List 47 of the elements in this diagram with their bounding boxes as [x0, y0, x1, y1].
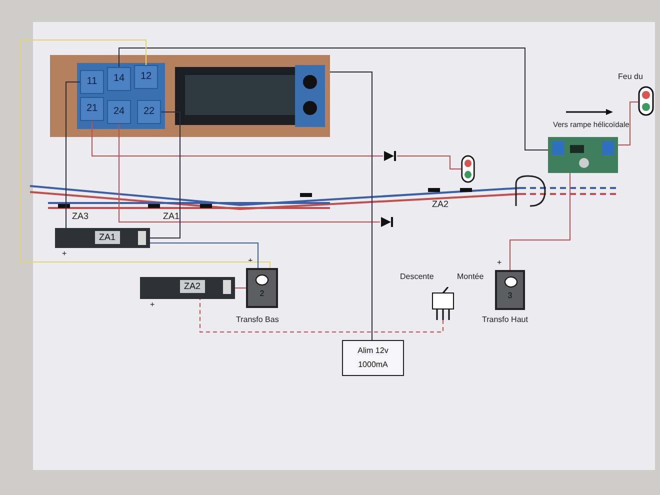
detector-board	[140, 277, 235, 299]
wire	[66, 82, 80, 228]
zone-label: ZA2	[432, 200, 449, 209]
power-supply-box	[342, 340, 404, 376]
screw-terminal	[80, 97, 104, 121]
transformer-box	[246, 268, 278, 308]
screw-terminal	[134, 65, 158, 89]
terminal-number: 22	[143, 107, 155, 117]
wire	[618, 102, 638, 146]
component-caption: Transfo Haut	[482, 316, 528, 324]
transformer-box	[495, 270, 525, 310]
component-caption: Descente	[400, 273, 434, 281]
board-label: ZA2	[180, 280, 205, 293]
board-label: ZA1	[95, 231, 120, 244]
wire	[330, 72, 372, 340]
terminal-number: 21	[86, 104, 98, 114]
polarity-mark: +	[62, 250, 67, 258]
polarity-mark: +	[497, 259, 502, 267]
wire	[150, 112, 180, 238]
screw-terminal	[107, 100, 131, 124]
transformer-number: 2	[258, 290, 266, 298]
component-caption: Feu du	[618, 73, 643, 81]
wire	[92, 120, 384, 156]
terminal-number: 24	[113, 107, 125, 117]
wire	[20, 40, 270, 268]
component-caption: Transfo Bas	[236, 316, 279, 324]
wire	[200, 298, 444, 332]
transformer-number: 3	[506, 292, 514, 300]
terminal-number: 11	[86, 77, 98, 87]
screw-terminal	[107, 67, 131, 91]
polarity-mark: +	[150, 301, 155, 309]
supply-label: 1000mA	[358, 361, 388, 369]
wire	[118, 48, 548, 150]
zone-label: ZA1	[163, 212, 180, 221]
wire	[118, 124, 380, 222]
wire	[510, 172, 570, 270]
screw-terminal	[137, 100, 161, 124]
terminal-number: 12	[140, 72, 152, 82]
detector-board	[55, 228, 150, 248]
terminal-number: 14	[113, 74, 125, 84]
wire	[396, 156, 462, 170]
supply-label: Alim 12v	[358, 347, 388, 355]
screw-terminal	[80, 70, 104, 94]
component-caption: Montée	[457, 273, 484, 281]
zone-label: ZA3	[72, 212, 89, 221]
wire	[150, 242, 258, 268]
relay-module	[50, 55, 330, 137]
